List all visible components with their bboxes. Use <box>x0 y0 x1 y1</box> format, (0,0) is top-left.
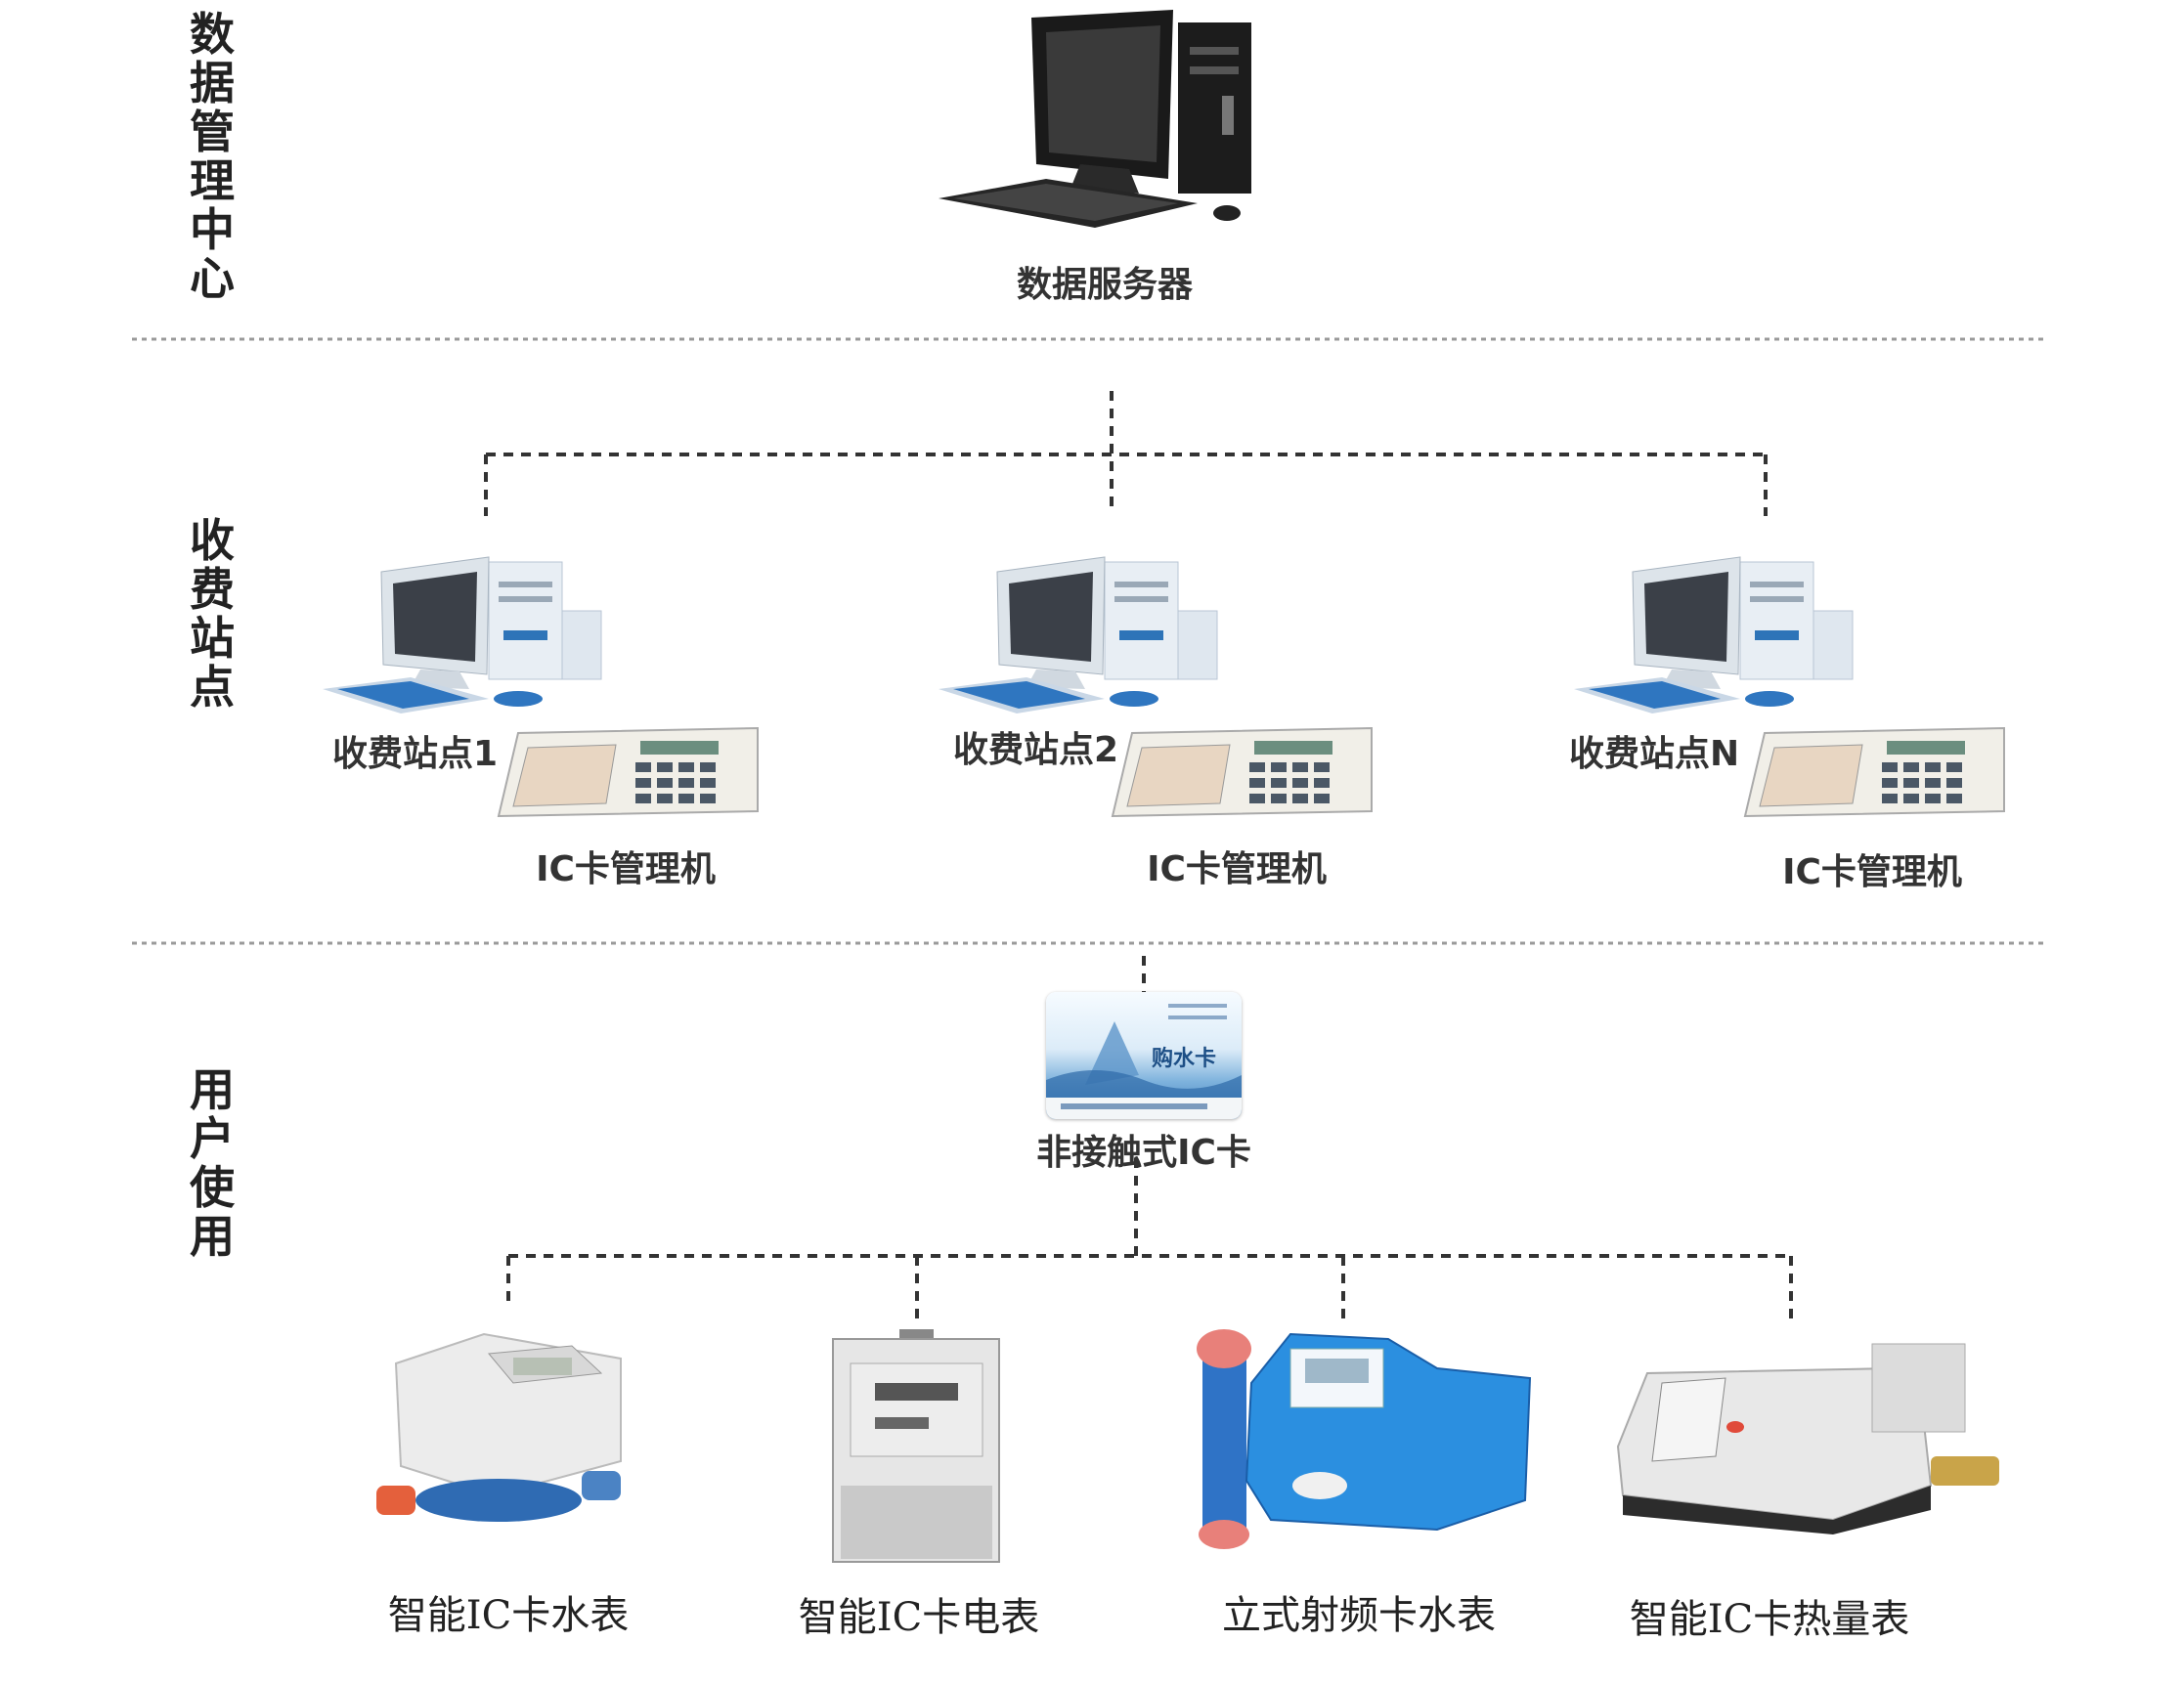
meter-label-vertical-rf-water: 立式射频卡水表 <box>1222 1593 1496 1638</box>
ic-card-machine-icon <box>497 726 759 818</box>
section-char: 中 <box>190 203 235 256</box>
card-label: 非接触式IC卡 <box>1036 1133 1251 1173</box>
section-char: 管 <box>190 106 235 158</box>
section-char: 费 <box>190 563 235 616</box>
section-label-stations: 收 费 站 点 <box>178 516 246 712</box>
section-label-user: 用 户 使 用 <box>178 1065 246 1261</box>
meter-label-electric: 智能IC卡电表 <box>798 1595 1040 1640</box>
section-char: 据 <box>190 57 235 109</box>
vertical-rf-water-meter-icon <box>1197 1329 1532 1549</box>
section-char: 数 <box>190 8 235 61</box>
electric-meter-icon <box>832 1329 1000 1563</box>
card-face-text: 购水卡 <box>1152 1047 1217 1071</box>
ic-card-machine-icon <box>1743 726 2005 818</box>
water-meter-icon <box>376 1332 622 1522</box>
station-computer-icon <box>1574 556 1854 713</box>
meter-label-water: 智能IC卡水表 <box>387 1593 630 1638</box>
server-label: 数据服务器 <box>1016 265 1193 305</box>
section-char: 收 <box>190 514 235 567</box>
server-computer-icon <box>939 10 1251 228</box>
ic-card-machine-label-2: IC卡管理机 <box>1147 849 1327 889</box>
section-char: 站 <box>190 612 235 665</box>
card-wave-icon <box>1046 1004 1242 1119</box>
contactless-ic-card: 购水卡 <box>1046 992 1242 1119</box>
section-char: 户 <box>190 1112 235 1165</box>
ic-card-machine-label-1: IC卡管理机 <box>536 849 716 889</box>
section-char: 点 <box>190 661 235 713</box>
heat-meter-icon <box>1616 1343 1999 1534</box>
section-label-data-center: 数 据 管 理 中 心 <box>178 10 246 303</box>
station-label-n: 收费站点N <box>1569 734 1740 774</box>
ic-card-machine-icon <box>1111 726 1373 818</box>
meter-label-heat: 智能IC卡热量表 <box>1629 1597 1910 1642</box>
station-computer-icon <box>323 556 602 713</box>
section-char: 用 <box>190 1063 235 1116</box>
station-label-2: 收费站点2 <box>953 730 1119 770</box>
ic-card-machine-label-n: IC卡管理机 <box>1782 852 1962 892</box>
section-char: 理 <box>190 154 235 207</box>
section-char: 使 <box>190 1161 235 1214</box>
section-char: 心 <box>190 252 235 305</box>
station-label-1: 收费站点1 <box>332 734 499 774</box>
station-computer-icon <box>939 556 1218 713</box>
section-char: 用 <box>190 1210 235 1263</box>
